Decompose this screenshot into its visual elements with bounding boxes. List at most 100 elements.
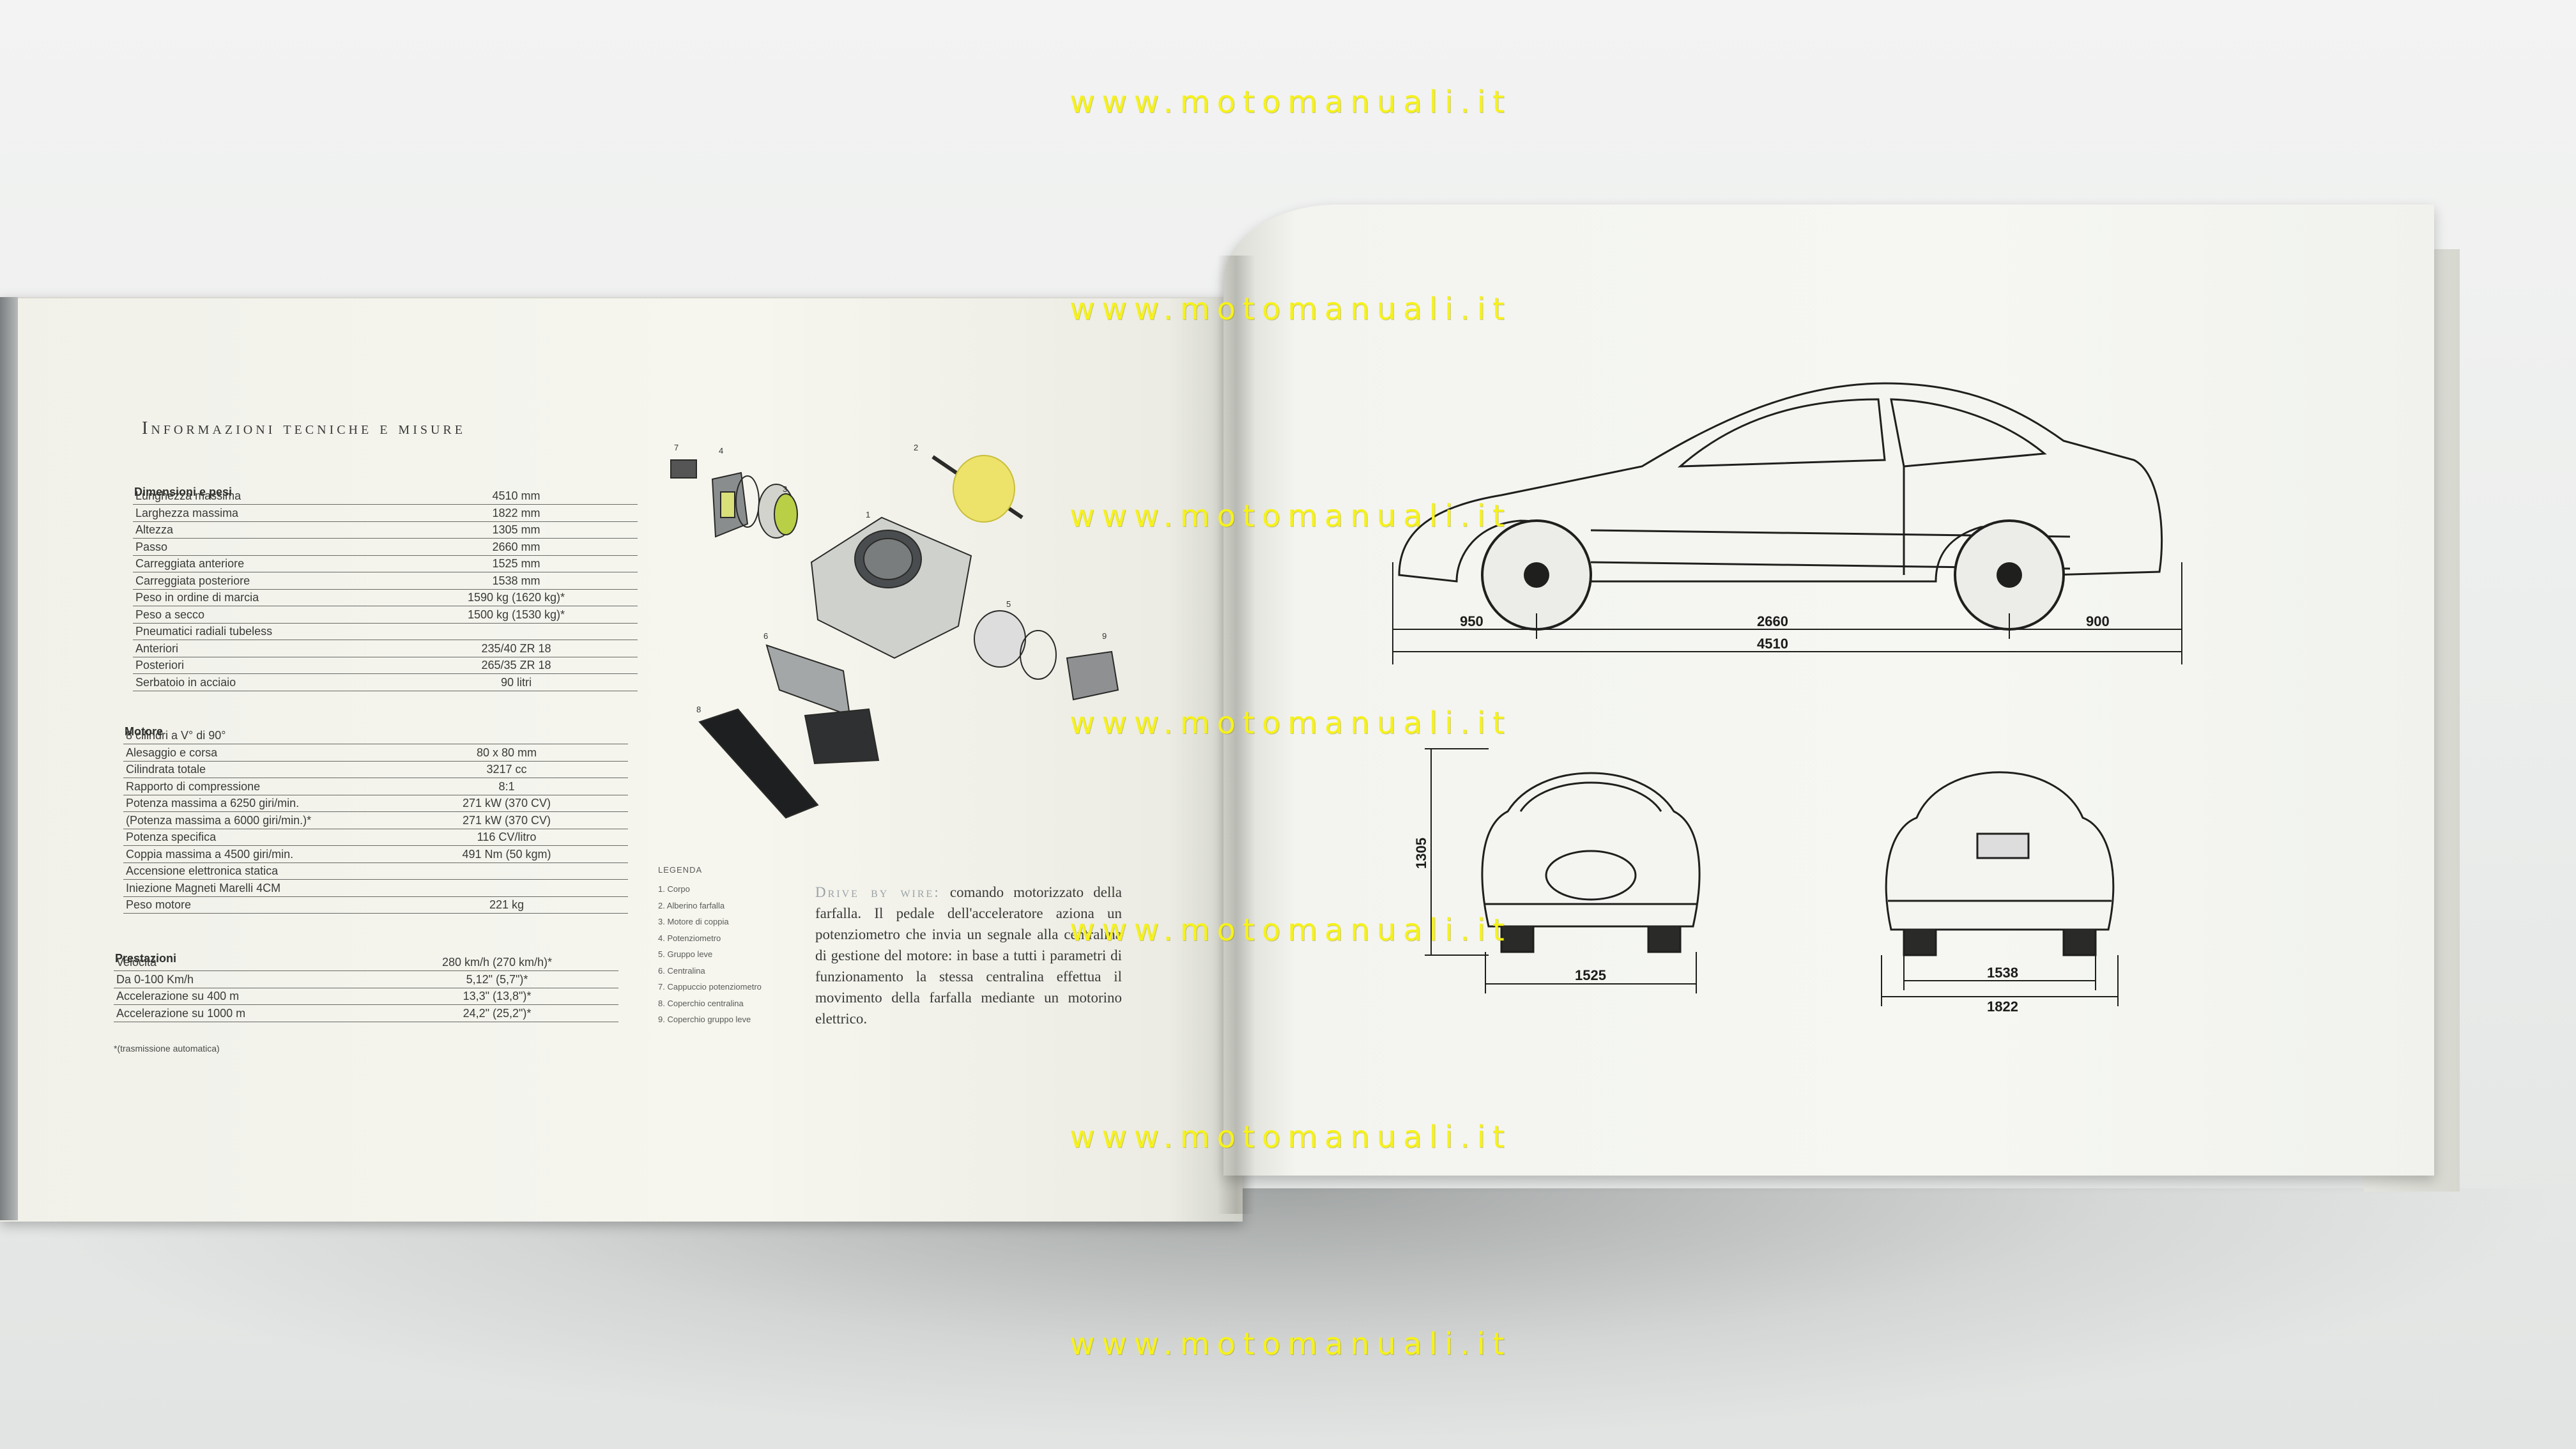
spec-value: 271 kW (370 CV) (462, 797, 551, 809)
dim-wheelbase: 2660 (1757, 613, 1788, 629)
legend-item: 4. Potenziometro (658, 933, 721, 943)
spec-value: 8:1 (498, 779, 515, 793)
watermark: www.motomanuali.it (1070, 498, 1512, 534)
spec-label: Potenza massima a 6250 giri/min. (126, 797, 300, 809)
spec-label: Carreggiata posteriore (135, 574, 250, 587)
spec-row: Potenza massima a 6250 giri/min. 271 kW (… (123, 795, 628, 812)
spec-value: 1538 mm (492, 574, 540, 587)
dim-length: 4510 (1757, 636, 1788, 652)
spec-label: Accensione elettronica statica (126, 864, 279, 877)
part-number: 1 (866, 510, 870, 519)
legend-item: 5. Gruppo leve (658, 949, 713, 959)
spec-row: Alesaggio e corsa 80 x 80 mm (123, 745, 628, 762)
legend-item: 3. Motore di coppia (658, 917, 729, 926)
spec-value: 1500 kg (1530 kg)* (467, 608, 565, 621)
spec-label: Pneumatici radiali tubeless (135, 625, 273, 638)
part-number: 9 (1102, 631, 1107, 641)
spec-value: 13,3" (13,8")* (463, 990, 532, 1002)
car-front-view-drawing: 1305 1525 (1413, 748, 1701, 993)
part-number: 2 (914, 443, 918, 452)
dim-front-track: 1525 (1575, 967, 1606, 983)
part-number: 7 (674, 443, 678, 452)
spec-row: Pneumatici radiali tubeless (133, 624, 638, 640)
legend-item: 7. Cappuccio potenziometro (658, 982, 762, 992)
dim-rear-track: 1538 (1987, 965, 2018, 981)
spec-value: 80 x 80 mm (476, 746, 537, 759)
watermark: www.motomanuali.it (1070, 291, 1512, 327)
spec-row: Peso a secco 1500 kg (1530 kg)* (133, 607, 638, 624)
spec-label: Coppia massima a 4500 giri/min. (126, 847, 294, 861)
spec-value: 1525 mm (492, 557, 540, 570)
spec-row: 8 cilindri a V° di 90° (123, 728, 628, 744)
part-number: 3 (783, 484, 787, 494)
left-page (0, 297, 1243, 1222)
car-rear-view-drawing: 1538 1822 (1881, 771, 2119, 1015)
spec-row: Cilindrata totale 3217 cc (123, 762, 628, 778)
spec-row: Iniezione Magneti Marelli 4CM (123, 880, 628, 897)
spec-label: Serbatoio in acciaio (135, 675, 236, 689)
spec-footnote: *(trasmissione automatica) (114, 1043, 220, 1054)
spec-value: 116 CV/litro (477, 831, 537, 843)
part-cap (670, 459, 697, 479)
spec-label: Da 0-100 Km/h (116, 972, 194, 986)
spec-value: 235/40 ZR 18 (481, 641, 551, 655)
spec-label: Rapporto di compressione (126, 779, 261, 793)
spec-row: Potenza specifica 116 CV/litro (123, 829, 628, 846)
spec-value: 1590 kg (1620 kg)* (467, 591, 565, 604)
throttle-exploded-illustration: 7 4 3 2 1 5 6 9 8 (670, 443, 1119, 819)
spec-value: 2660 mm (492, 540, 540, 553)
spec-row: Serbatoio in acciaio 90 litri (133, 675, 638, 691)
right-page (1223, 204, 2434, 1176)
legend-title: LEGENDA (658, 865, 703, 875)
legend-item: 2. Alberino farfalla (658, 900, 725, 910)
spec-label: (Potenza massima a 6000 giri/min.)* (126, 813, 312, 827)
spec-group-title: Motore (125, 725, 163, 738)
spec-label: Iniezione Magneti Marelli 4CM (126, 881, 281, 894)
spec-value: 271 kW (370 CV) (462, 813, 551, 827)
spec-title: Informazioni tecniche e misure (142, 418, 466, 438)
spec-label: Peso in ordine di marcia (135, 591, 259, 604)
spec-label: Larghezza massima (135, 506, 239, 519)
spec-row: Accelerazione su 400 m 13,3" (13,8")* (114, 988, 618, 1005)
spec-row: Anteriori 235/40 ZR 18 (133, 641, 638, 657)
watermark: www.motomanuali.it (1070, 1326, 1512, 1362)
spec-label: Velocità (116, 956, 157, 969)
dim-width: 1822 (1987, 999, 2018, 1015)
drive-by-wire-body: comando motorizzato della farfalla. Il p… (815, 884, 1122, 1027)
legend-item: 6. Centralina (658, 965, 705, 976)
spec-label: Carreggiata anteriore (135, 557, 245, 570)
spec-value: 5,12" (5,7")* (466, 972, 528, 986)
spec-label: Anteriori (135, 641, 179, 655)
spec-label: Alesaggio e corsa (126, 746, 218, 759)
spec-label: Accelerazione su 1000 m (116, 1006, 246, 1020)
watermark: www.motomanuali.it (1070, 912, 1512, 948)
left-cover-edge (0, 297, 18, 1220)
spec-value: 221 kg (489, 898, 525, 911)
spec-value: 90 litri (500, 675, 532, 689)
watermark: www.motomanuali.it (1070, 1119, 1512, 1155)
part-number: 5 (1006, 599, 1011, 609)
spec-label: Potenza specifica (126, 831, 217, 843)
legend-item: 1. Corpo (658, 884, 690, 894)
spec-label: Accelerazione su 400 m (116, 990, 240, 1002)
spec-label: Cilindrata totale (126, 763, 206, 776)
spec-value: 1305 mm (492, 523, 540, 536)
watermark: www.motomanuali.it (1070, 705, 1512, 741)
spec-label: Peso a secco (135, 608, 205, 621)
drive-by-wire-text: Drive by wire: comando motorizzato della… (815, 882, 1122, 1029)
book-gutter (1217, 256, 1255, 1214)
book-shadow (0, 1188, 2576, 1444)
dim-height: 1305 (1413, 838, 1429, 869)
spec-value: 3217 cc (486, 763, 527, 776)
dim-front-overhang: 950 (1460, 613, 1483, 629)
spec-row: Peso in ordine di marcia 1590 kg (1620 kg… (133, 590, 638, 606)
legend-item: 8. Coperchio centralina (658, 998, 744, 1008)
spec-group-title: Dimensioni e pesi (134, 486, 233, 498)
car-side-view-drawing: 950 2660 900 4510 (1392, 382, 2182, 664)
